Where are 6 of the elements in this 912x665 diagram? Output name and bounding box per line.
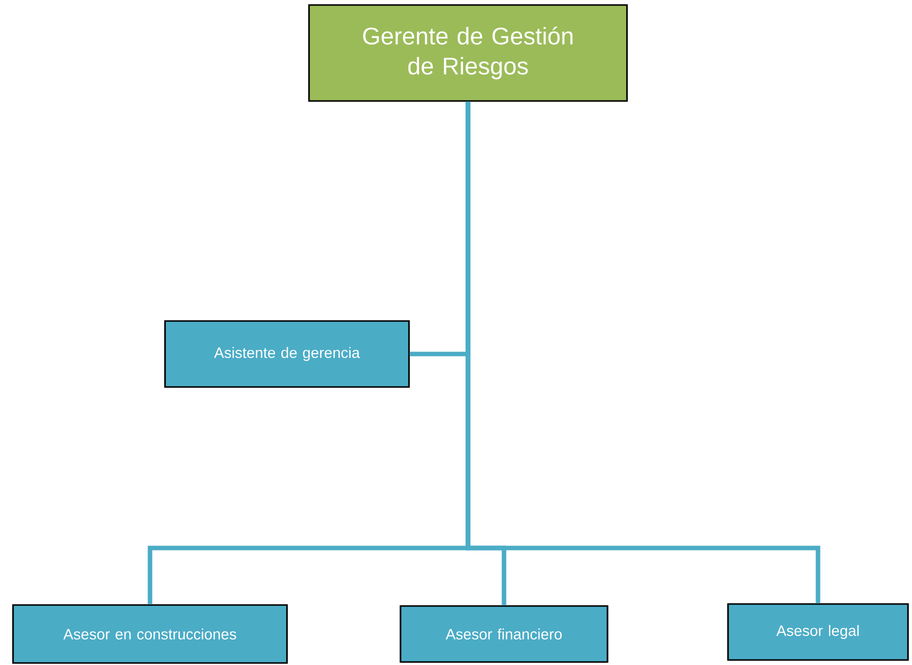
position-box: Asistente de gerencia — [164, 320, 410, 388]
manager-box: Gerente de Gestión de Riesgos — [308, 4, 628, 102]
connector-line — [466, 102, 820, 604]
position-box: Asesor legal — [727, 603, 909, 661]
position-box: Asesor financiero — [400, 605, 608, 663]
position-box: Asesor en construcciones — [12, 604, 288, 664]
